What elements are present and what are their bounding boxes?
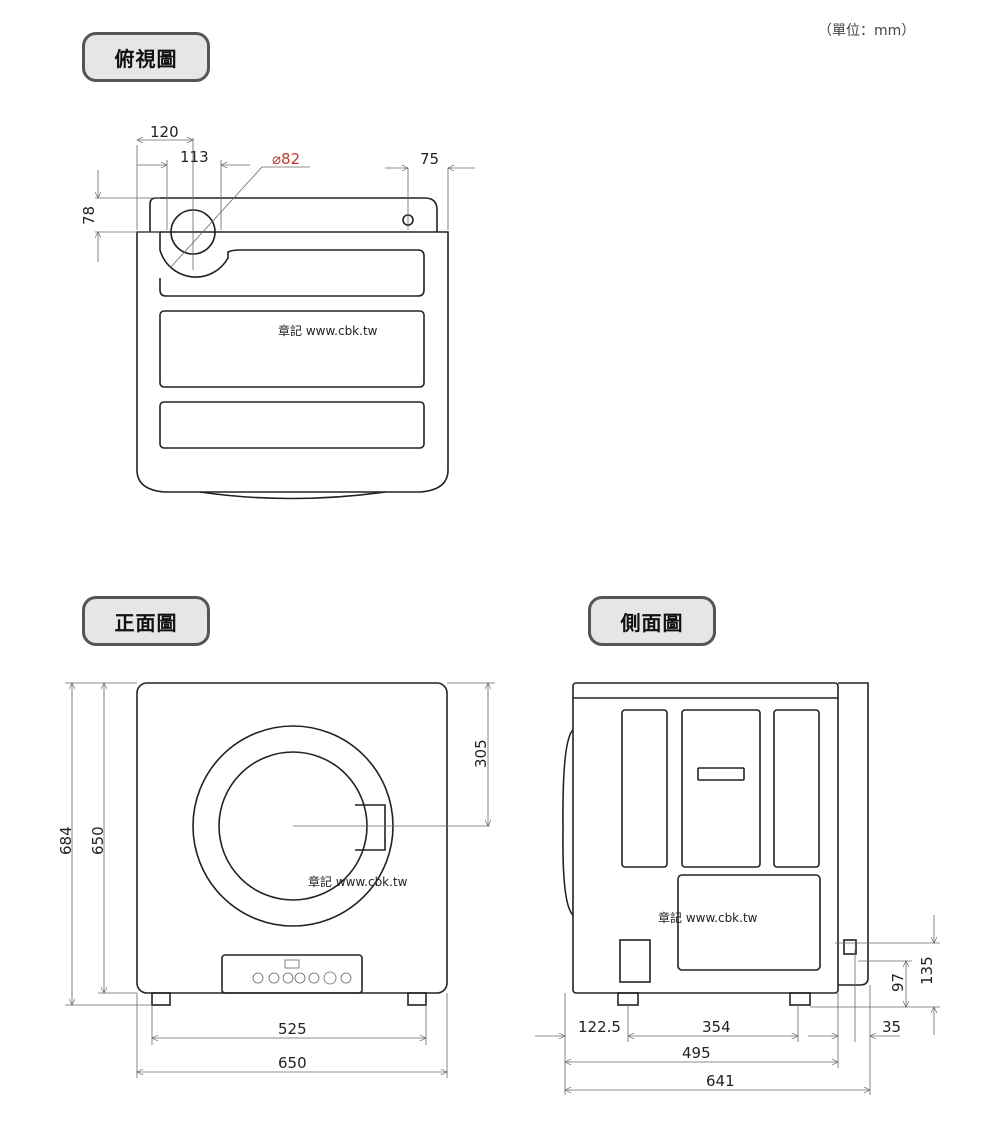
- dim-650-height: 650: [89, 826, 107, 855]
- dim-diameter-82: ⌀82: [272, 150, 300, 168]
- dim-120: 120: [150, 123, 179, 141]
- dim-641: 641: [706, 1072, 735, 1090]
- front-view-drawing: 684 650 305 525 650 章記 www.cbk.tw: [57, 682, 495, 1078]
- watermark: 章記 www.cbk.tw: [308, 874, 408, 889]
- dim-75: 75: [420, 150, 439, 168]
- dim-113: 113: [180, 148, 209, 166]
- watermark: 章記 www.cbk.tw: [278, 323, 378, 338]
- dim-305: 305: [472, 739, 490, 768]
- dim-495: 495: [682, 1044, 711, 1062]
- top-view-title: 俯視圖: [82, 32, 210, 82]
- dim-122-5: 122.5: [578, 1018, 621, 1036]
- dim-97: 97: [889, 973, 907, 992]
- dim-135: 135: [918, 956, 936, 985]
- front-view-title: 正面圖: [82, 596, 210, 646]
- dim-78: 78: [80, 206, 98, 225]
- dim-525: 525: [278, 1020, 307, 1038]
- top-view-drawing: 120 113 ⌀82 75 78 章記 www.cbk.tw: [80, 123, 475, 500]
- dim-684: 684: [57, 826, 75, 855]
- watermark: 章記 www.cbk.tw: [658, 910, 758, 925]
- side-view-title: 側面圖: [588, 596, 716, 646]
- side-view-drawing: 122.5 354 35 495 641 97 135 章記 www.cbk.t…: [535, 682, 940, 1095]
- dim-354: 354: [702, 1018, 731, 1036]
- unit-label: （單位：mm）: [818, 23, 916, 39]
- dim-650-width: 650: [278, 1054, 307, 1072]
- dim-35: 35: [882, 1018, 901, 1036]
